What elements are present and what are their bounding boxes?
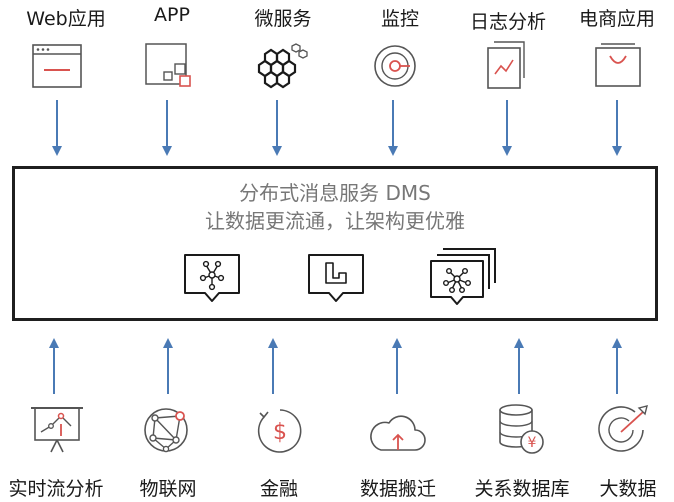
database-yuan-icon: ¥ (499, 404, 544, 454)
label-big-data: 大数据 (599, 478, 657, 500)
arrow-down-monitoring (388, 100, 398, 156)
iot-network-icon (144, 408, 188, 453)
log-document-icon (487, 41, 525, 89)
arrow-down-log (502, 100, 512, 156)
arrow-up-realtime (49, 338, 59, 394)
arrow-up-migration (392, 338, 402, 394)
svg-text:¥: ¥ (528, 435, 537, 451)
dms-subtitle: 让数据更流通，让架构更优雅 (205, 209, 465, 233)
arrow-up-bigdata (612, 338, 622, 394)
arrow-up-database (514, 338, 524, 394)
message-stack-network-icon (430, 248, 496, 305)
label-app: APP (154, 4, 190, 26)
label-log-analysis: 日志分析 (469, 11, 547, 33)
realtime-chart-icon (31, 407, 83, 453)
label-realtime-analysis: 实时流分析 (8, 478, 104, 500)
arrow-up-iot (163, 338, 173, 394)
label-microservices: 微服务 (254, 8, 312, 30)
arrow-down-web (52, 100, 62, 156)
svg-text:$: $ (273, 420, 287, 445)
app-blocks-icon (145, 43, 191, 87)
arrow-up-finance (268, 338, 278, 394)
label-data-migration: 数据搬迁 (359, 478, 437, 500)
label-finance: 金融 (259, 478, 299, 500)
label-web-app: Web应用 (26, 8, 106, 30)
big-data-target-icon (598, 405, 648, 452)
label-ecommerce: 电商应用 (578, 8, 656, 30)
microservices-hexagon-icon (257, 43, 308, 89)
finance-yuan-icon: $ (257, 409, 302, 453)
cloud-upload-icon (370, 415, 426, 451)
message-blocks-icon (308, 254, 364, 302)
shopping-bag-icon (595, 43, 641, 87)
message-network-icon (184, 254, 240, 302)
arrow-down-app (162, 100, 172, 156)
arrow-down-microservices (272, 100, 282, 156)
label-monitoring: 监控 (380, 8, 420, 30)
label-relational-db: 关系数据库 (474, 478, 570, 500)
arrow-down-ecommerce (612, 100, 622, 156)
dms-title: 分布式消息服务 DMS (239, 181, 431, 205)
monitor-target-icon (374, 45, 416, 87)
web-browser-icon (32, 44, 82, 88)
label-iot: 物联网 (139, 478, 197, 500)
dms-service-box: 分布式消息服务 DMS 让数据更流通，让架构更优雅 (12, 166, 658, 321)
